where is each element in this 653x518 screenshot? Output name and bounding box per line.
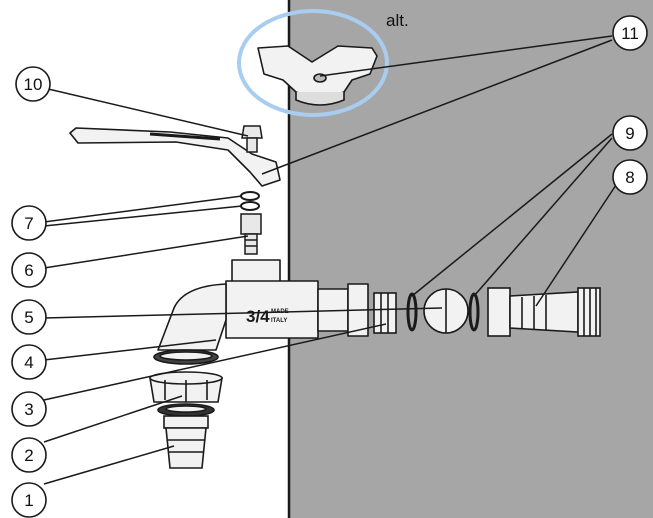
- callout-4: 4: [11, 344, 47, 380]
- handle-screw-part: [241, 125, 263, 153]
- stem-o-rings-part: [240, 191, 260, 211]
- grey-background-panel: [289, 0, 653, 518]
- svg-text:11: 11: [621, 24, 639, 43]
- callout-3: 3: [11, 391, 47, 427]
- body-italy-marking: ITALY: [271, 318, 287, 324]
- callout-10: 10: [15, 66, 51, 102]
- valve-ball-o-ring-right: [468, 292, 480, 332]
- callout-1: 1: [11, 482, 47, 518]
- svg-text:5: 5: [24, 308, 33, 327]
- washer-part: [157, 403, 215, 417]
- svg-text:9: 9: [625, 124, 634, 143]
- coupling-nut-part: [149, 371, 223, 403]
- svg-text:7: 7: [24, 214, 33, 233]
- threaded-outlet-part: [487, 287, 601, 337]
- callout-11: 11: [612, 15, 648, 51]
- callout-5: 5: [11, 299, 47, 335]
- valve-ball-o-ring-left: [406, 292, 418, 332]
- body-fraction-marking: 3/4: [246, 307, 270, 326]
- callout-leader-lines: [43, 35, 619, 485]
- hose-connector-part: [163, 415, 209, 469]
- valve-seat-ring-part: [373, 292, 397, 334]
- callout-7: 7: [11, 205, 47, 241]
- outlet-gasket-part: [153, 349, 219, 365]
- callout-6: 6: [11, 252, 47, 288]
- svg-text:4: 4: [24, 353, 33, 372]
- svg-text:2: 2: [24, 446, 33, 465]
- alt-note: alt.: [386, 11, 409, 30]
- alternative-handle-highlight-ring: [237, 9, 389, 117]
- svg-text:8: 8: [625, 168, 634, 187]
- svg-text:1: 1: [24, 491, 33, 510]
- callout-9: 9: [612, 115, 648, 151]
- valve-ball-part: [423, 288, 469, 334]
- svg-text:6: 6: [24, 261, 33, 280]
- callout-8: 8: [612, 159, 648, 195]
- callout-2: 2: [11, 437, 47, 473]
- svg-text:10: 10: [24, 75, 43, 94]
- valve-stem-part: [240, 213, 262, 255]
- svg-text:3: 3: [24, 400, 33, 419]
- lever-handle-part: [69, 127, 281, 187]
